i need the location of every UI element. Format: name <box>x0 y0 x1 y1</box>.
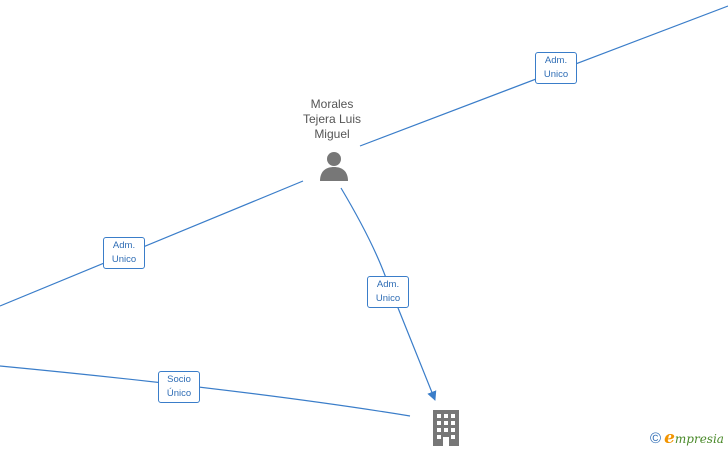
empresia-watermark: ©empresia <box>650 428 724 448</box>
edge-line-left <box>0 180 304 307</box>
person-name-line-1: Morales <box>310 97 354 111</box>
edge-label-role: Socio <box>167 374 191 385</box>
person-icon[interactable] <box>318 150 350 182</box>
edge-label-qualifier: Unico <box>543 69 569 80</box>
edge-label-person-to-company[interactable]: Adm. Unico <box>367 276 409 308</box>
person-name-line-3: Miguel <box>314 127 350 141</box>
edge-label-role: Adm. <box>112 240 136 251</box>
person-name[interactable]: Morales Tejera Luis Miguel <box>284 97 380 142</box>
building-icon[interactable] <box>430 410 462 446</box>
edge-label-qualifier: Único <box>166 388 192 399</box>
edge-label-top-right[interactable]: Adm. Unico <box>535 52 577 84</box>
edge-label-left[interactable]: Adm. Unico <box>103 237 145 269</box>
edge-label-lower-left[interactable]: Socio Único <box>158 371 200 403</box>
edge-label-role: Adm. <box>544 55 568 66</box>
brand-name: mpresia <box>674 432 724 446</box>
edge-label-role: Adm. <box>376 279 400 290</box>
brand-initial: e <box>664 428 675 448</box>
copyright-symbol: © <box>650 430 662 447</box>
person-name-line-2: Tejera Luis <box>302 112 362 126</box>
edge-line-lower-left <box>0 365 411 417</box>
edge-line-person-to-company <box>340 187 437 401</box>
edge-label-qualifier: Unico <box>111 254 137 265</box>
edge-label-qualifier: Unico <box>375 293 401 304</box>
